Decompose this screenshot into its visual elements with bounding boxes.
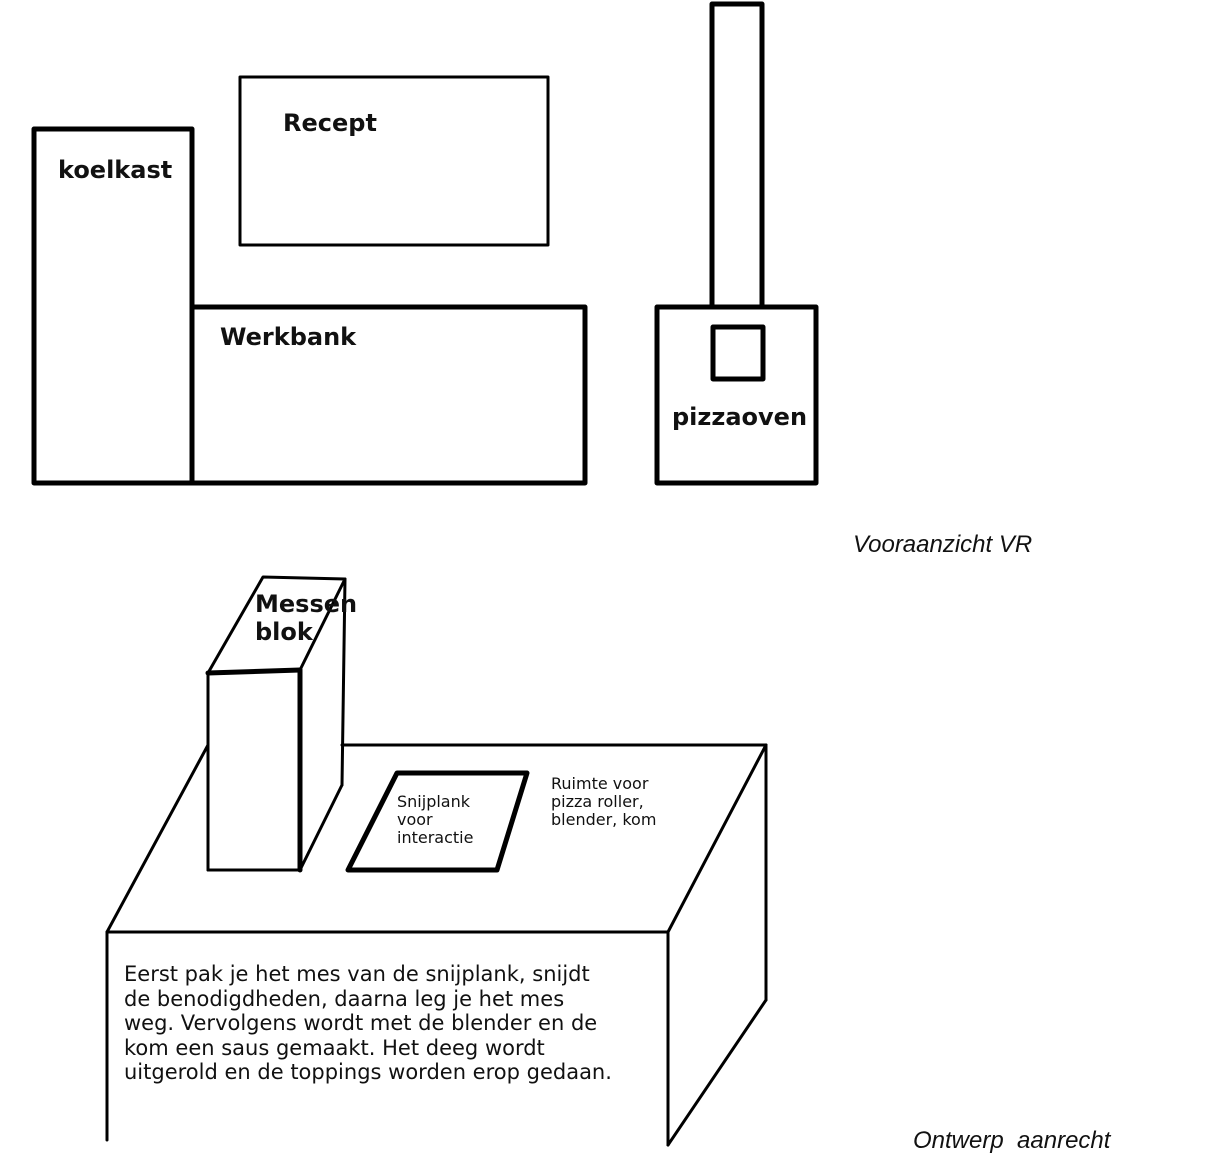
koelkast-label: koelkast <box>58 156 173 184</box>
ruimte-label: Ruimte voor pizza roller, blender, kom <box>551 774 657 829</box>
counter-design-caption: Ontwerp aanrecht <box>913 1127 1111 1154</box>
pizzaoven-door <box>710 324 766 382</box>
workflow-description: Eerst pak je het mes van de snijplank, s… <box>124 962 612 1084</box>
messenblok <box>205 575 347 873</box>
snijplank-board <box>345 770 530 873</box>
pizzaoven-body <box>654 304 819 486</box>
messenblok-label-line2: blok <box>255 618 313 646</box>
werkbank-label: Werkbank <box>220 323 357 351</box>
recept-label: Recept <box>283 109 377 137</box>
pizzaoven-chimney <box>709 1 765 310</box>
werkbank-box <box>189 304 588 486</box>
front-view-caption: Vooraanzicht VR <box>853 531 1033 558</box>
pizzaoven-label: pizzaoven <box>672 403 808 431</box>
counter-outline <box>105 743 768 1147</box>
recept-box <box>238 75 550 247</box>
snijplank-label: Snijplank voor interactie <box>397 792 474 847</box>
messenblok-label-line1: Messen <box>255 590 358 618</box>
